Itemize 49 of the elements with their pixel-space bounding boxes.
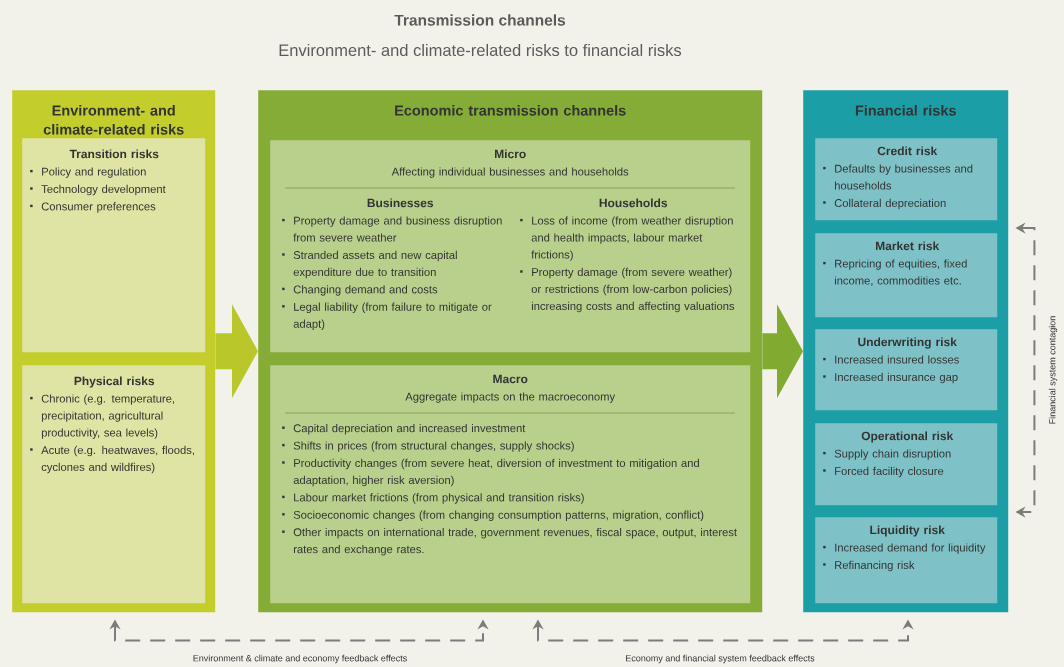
- box-heading: Liquidity risk: [870, 525, 945, 537]
- box-heading: Physical risks: [74, 376, 155, 388]
- bullet-item: Repricing of equities, fixed income, commodities etc.: [823, 259, 967, 286]
- title: Transmission channels: [394, 14, 566, 26]
- bullet-item: Refinancing risk: [823, 560, 915, 572]
- bullet-item: Increased insurance gap: [823, 372, 958, 384]
- panel-heading: Environment- and climate-related risks: [43, 105, 184, 135]
- bullet-item: Other impacts on international trade, government revenues, fiscal space, output, interest rates and exchange rates.: [282, 528, 737, 556]
- bullet-item: Stranded assets and new capital expenditure due to transition: [282, 250, 457, 279]
- bullet-item: Shifts in prices (from structural changes, supply shocks): [282, 441, 574, 452]
- bullet-item: Technology development: [30, 184, 166, 196]
- bullet-item: Labour market frictions (from physical and transition risks): [282, 493, 584, 504]
- box-heading: Transition risks: [69, 149, 159, 159]
- bullet-item: Acute (e.g. heatwaves, floods, cyclones and wildfires): [30, 445, 194, 474]
- bullet-item: Increased demand for liquidity: [823, 543, 986, 554]
- bullet-item: Chronic (e.g. temperature, precipitation, agricultural productivity, sea levels): [30, 394, 174, 439]
- box-heading: Households: [599, 198, 668, 208]
- bullet-item: Property damage and business disruption from severe weather: [282, 216, 502, 242]
- box-heading: Market risk: [876, 241, 940, 251]
- panel-heading: Economic transmission channels: [395, 105, 626, 116]
- subheading: Aggregate impacts on the macroeconomy: [405, 392, 616, 403]
- box-heading: Underwriting risk: [858, 337, 957, 349]
- bullet-item: Policy and regulation: [30, 167, 146, 178]
- bullet-item: Changing demand and costs: [282, 285, 438, 296]
- bullet-item: Legal liability (from failure to mitigate or adapt): [282, 302, 492, 331]
- edge-label: Financial system contagion: [1047, 314, 1059, 426]
- edge-label: Environment & climate and economy feedback effects: [191, 653, 409, 665]
- bullet-item: Property damage (from severe weather) or restrictions (from low-carbon policies) increasing costs and affecting valuations: [520, 267, 735, 313]
- arrow: [762, 304, 803, 399]
- box-heading: Credit risk: [877, 146, 938, 156]
- bullet-item: Productivity changes (from severe heat, diversion of investment to mitigation and adaptation, higher risk aversion): [282, 458, 699, 487]
- box-heading: Businesses: [367, 198, 434, 208]
- bullet-item: Forced facility closure: [823, 466, 944, 478]
- bullet-item: Consumer preferences: [30, 202, 156, 213]
- panel-heading: Financial risks: [855, 105, 956, 116]
- edge-label: Economy and financial system feedback effects: [624, 653, 816, 665]
- bullet-item: Collateral depreciation: [823, 198, 946, 210]
- arrow: [215, 304, 258, 399]
- bullet-item: Socioeconomic changes (from changing consumption patterns, migration, conflict): [282, 510, 704, 522]
- bullet-item: Defaults by businesses and households: [823, 164, 973, 190]
- subtitle: Environment- and climate-related risks to financial risks: [279, 43, 682, 57]
- box-heading: Operational risk: [861, 431, 954, 443]
- bullet-item: Capital depreciation and increased investment: [282, 424, 526, 435]
- subheading: Affecting individual businesses and households: [391, 167, 629, 178]
- bullet-item: Loss of income (from weather disruption and health impacts, labour market frictions): [520, 216, 733, 261]
- bullet-item: Increased insured losses: [823, 355, 959, 364]
- bullet-item: Supply chain disruption: [823, 449, 951, 460]
- box-heading: Macro: [493, 374, 528, 384]
- box-heading: Micro: [495, 149, 526, 159]
